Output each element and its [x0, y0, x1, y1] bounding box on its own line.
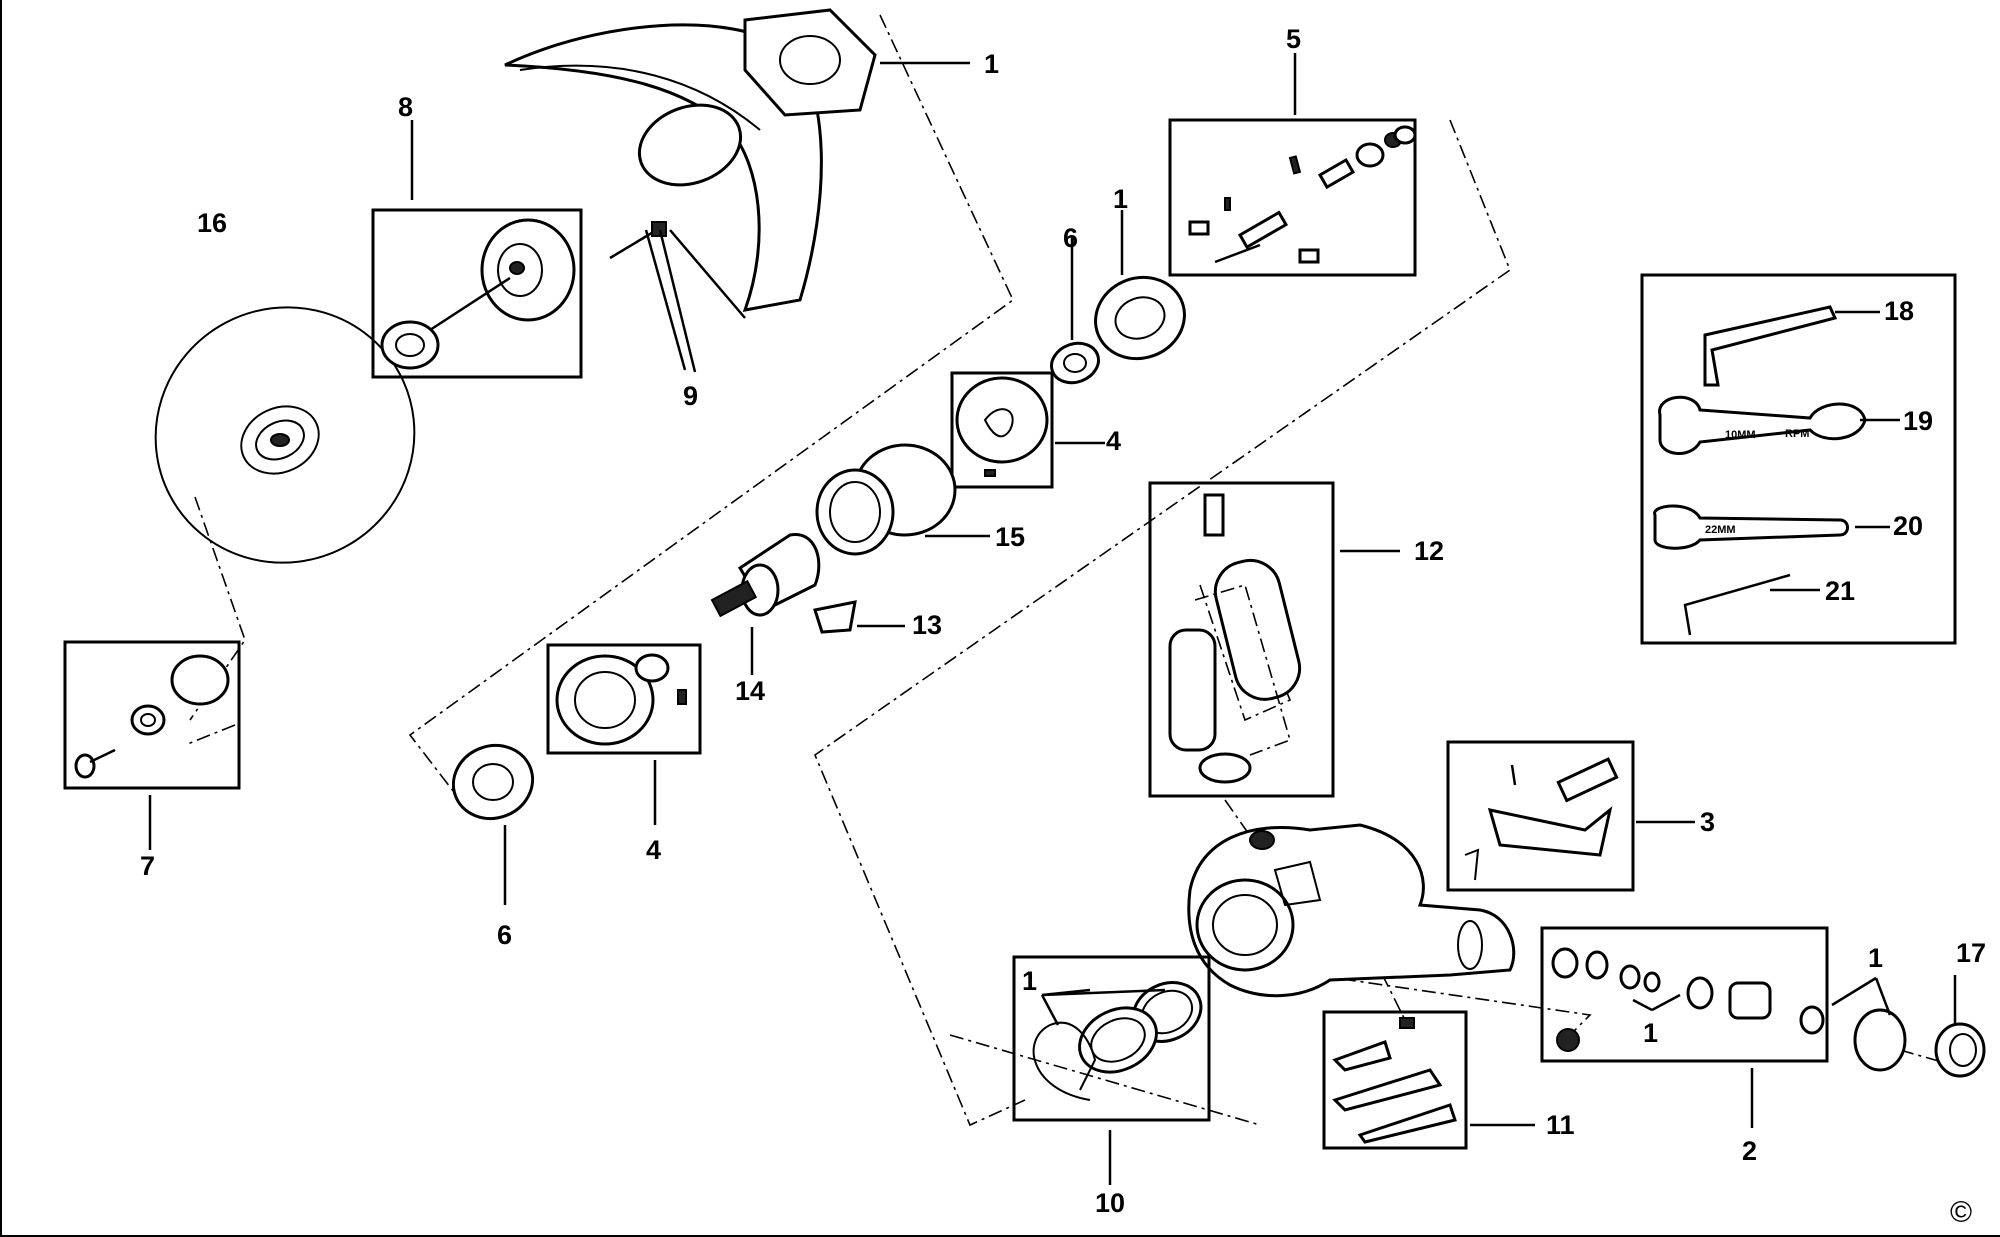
callout-labels: 1 8 5 1 6 16 9 4 15 13 14 4 6 7 12 3 1 1…: [140, 24, 1986, 1229]
callout-4-lower: 4: [646, 835, 661, 865]
callout-5: 5: [1286, 24, 1301, 54]
part-11-box: [1322, 1010, 1468, 1150]
callout-16: 16: [197, 208, 227, 238]
part-10-box: [1012, 955, 1211, 1122]
callout-7: 7: [140, 851, 155, 881]
callout-9: 9: [683, 381, 698, 411]
part-16-cutting-disc: [154, 306, 416, 564]
callout-10: 10: [1095, 1188, 1125, 1218]
part-3-trigger-lever: [1464, 757, 1619, 881]
callout-6-upper: 6: [1063, 223, 1078, 253]
callout-8: 8: [398, 92, 413, 122]
callout-6-lower: 6: [497, 920, 512, 950]
part-19-wrench-double: 10MM RPM: [1658, 395, 1867, 456]
callout-21: 21: [1825, 576, 1855, 606]
callout-14: 14: [735, 676, 765, 706]
part-20-wrench-single: 22MM: [1653, 504, 1849, 550]
callout-1-inlet-left: 1: [1643, 1018, 1658, 1048]
part-12-spindle-and-sleeve: [1168, 493, 1302, 784]
leader-lines: [148, 53, 1957, 1185]
part-21-hex-key: [1683, 573, 1791, 636]
wrench-19-right-text: RPM: [1785, 428, 1809, 440]
callout-1-inlet-right: 1: [1868, 943, 1883, 973]
callout-13: 13: [912, 610, 942, 640]
part-7-screw-washer-flange: [74, 654, 230, 779]
part-8-box: [371, 208, 583, 379]
part-2-inlet-parts: [1551, 947, 1907, 1072]
part-4-end-plate-upper: [955, 376, 1049, 477]
part-12-box: [1148, 481, 1335, 798]
callout-3: 3: [1700, 807, 1715, 837]
part-6-bearing-lower: [451, 744, 535, 820]
callout-20: 20: [1893, 511, 1923, 541]
callout-17: 17: [1956, 938, 1986, 968]
part-6-bearing-upper: [1050, 341, 1100, 385]
tools-box: [1640, 273, 1957, 645]
part-4-lower-box: [546, 643, 702, 755]
part-18-spindle-lock: [1703, 305, 1838, 387]
wrench-19-left-text: 10MM: [1725, 429, 1756, 441]
callout-15: 15: [995, 522, 1025, 552]
part-4-upper-box: [950, 371, 1054, 489]
callout-4-upper: 4: [1106, 426, 1121, 456]
part-5-valve-parts: [1188, 125, 1417, 264]
part-15-cylinder: [815, 443, 957, 556]
callout-1-washer: 1: [1113, 184, 1128, 214]
callout-12: 12: [1414, 536, 1444, 566]
part-1-washer-upper: [1094, 275, 1186, 361]
motor-housing: [1187, 823, 1516, 998]
part-2-box: [1540, 926, 1829, 1063]
callout-1-top: 1: [984, 49, 999, 79]
part-17-nut: [1934, 1022, 1986, 1078]
copyright-mark: ©: [1950, 1196, 1972, 1229]
part-13-vane: [813, 600, 857, 634]
callout-2: 2: [1742, 1136, 1757, 1166]
part-10-rings: [1032, 981, 1203, 1101]
callout-18: 18: [1884, 296, 1914, 326]
part-8-flange-and-nut: [380, 218, 576, 370]
part-4-end-plate-lower: [555, 653, 687, 746]
part-5-box: [1168, 118, 1417, 277]
part-9-wheel-guard: [504, 23, 823, 312]
part-7-box: [63, 640, 241, 790]
part-3-box: [1446, 740, 1635, 892]
callout-1-rings: 1: [1022, 966, 1037, 996]
callout-19: 19: [1903, 406, 1933, 436]
part-1-gasket-top: [743, 8, 877, 117]
part-11-plates: [1332, 1017, 1457, 1144]
callout-11: 11: [1546, 1110, 1575, 1140]
part-14-rotor: [710, 533, 821, 618]
wrench-20-text: 22MM: [1705, 524, 1736, 536]
